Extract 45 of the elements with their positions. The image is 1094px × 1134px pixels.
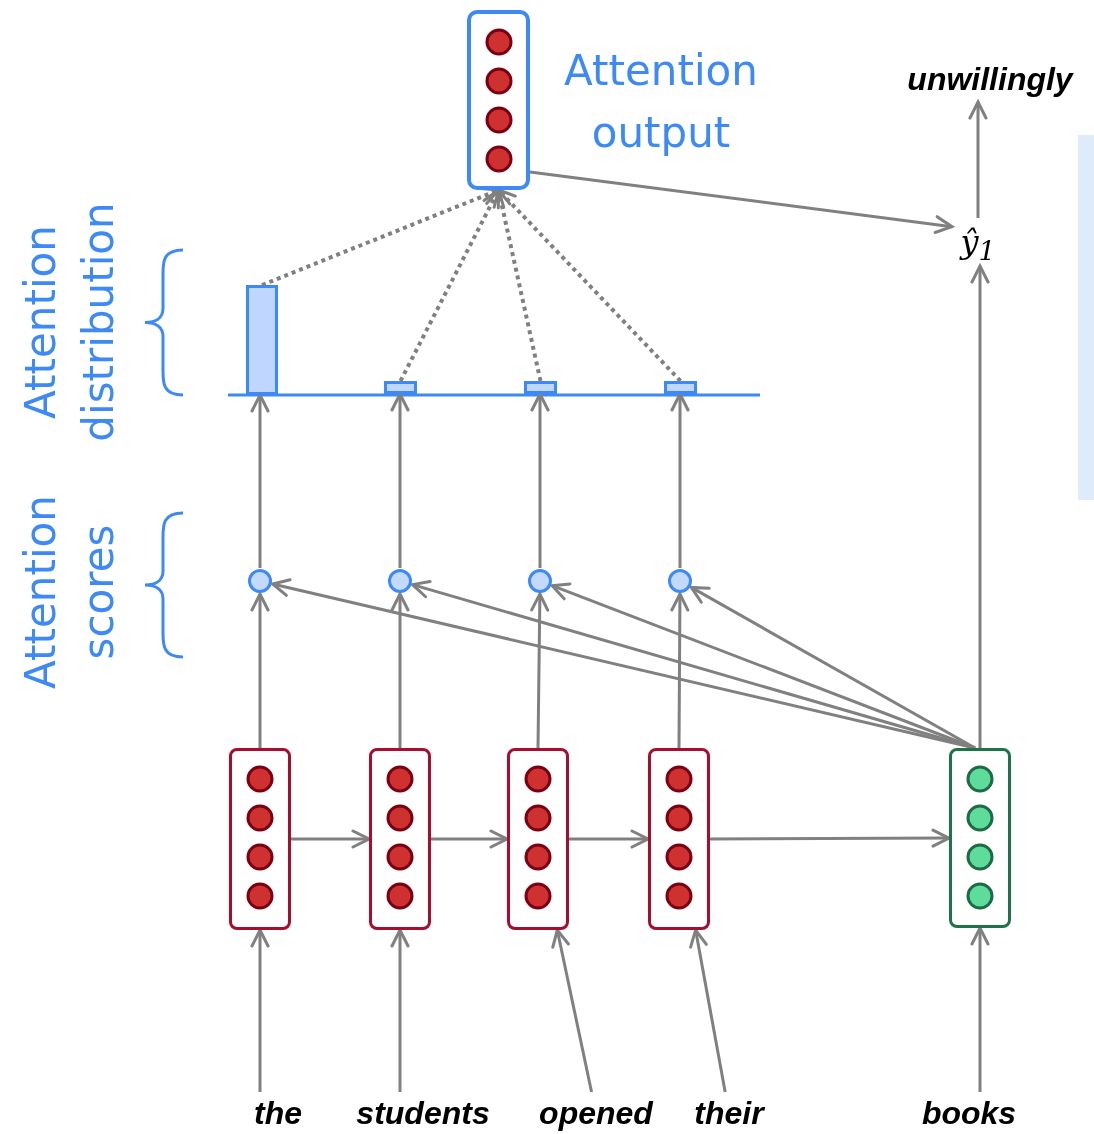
arrow [670,392,690,568]
word-label: unwillingly [886,58,1094,102]
arrow [530,392,550,568]
arrow [250,592,270,748]
arrow [970,264,990,748]
arrow [250,928,270,1092]
attention-bar [246,285,278,395]
word-label: books [908,1092,1030,1134]
arrow [970,926,990,1092]
output-symbol: ŷ$_{1}$ [952,218,1004,266]
arrow [529,170,954,234]
arrow [710,828,951,848]
arrow [390,392,410,568]
attention-bar [524,381,557,394]
attention-bar [384,381,417,394]
axis-label: Attention distribution [15,201,124,444]
arrow [390,928,410,1092]
arrow [250,393,270,568]
score-circle [248,569,272,593]
arrow [968,100,988,218]
arrow [431,829,509,849]
word-label: students [336,1092,510,1134]
hidden-state-box [369,748,431,930]
arrow [390,592,410,748]
word-label: opened [521,1092,671,1134]
arrow [670,592,690,748]
node-label: Attention output [563,45,759,159]
score-circle [388,569,412,593]
dotted-arrow [497,188,682,383]
hidden-state-box [229,748,291,930]
attention-bar [664,381,697,394]
score-circle [668,569,692,593]
arrow [689,585,976,750]
hidden-state-box [507,748,569,930]
hidden-state-box [949,748,1011,928]
arrow [291,829,371,849]
arrow [551,928,593,1093]
score-circle [528,569,552,593]
arrow [689,928,727,1093]
arrow [530,592,550,749]
arrow [569,829,650,849]
word-label: their [679,1092,779,1134]
hidden-state-box [648,748,710,930]
axis-label: Attention scores [15,494,124,691]
word-label: the [244,1092,312,1134]
